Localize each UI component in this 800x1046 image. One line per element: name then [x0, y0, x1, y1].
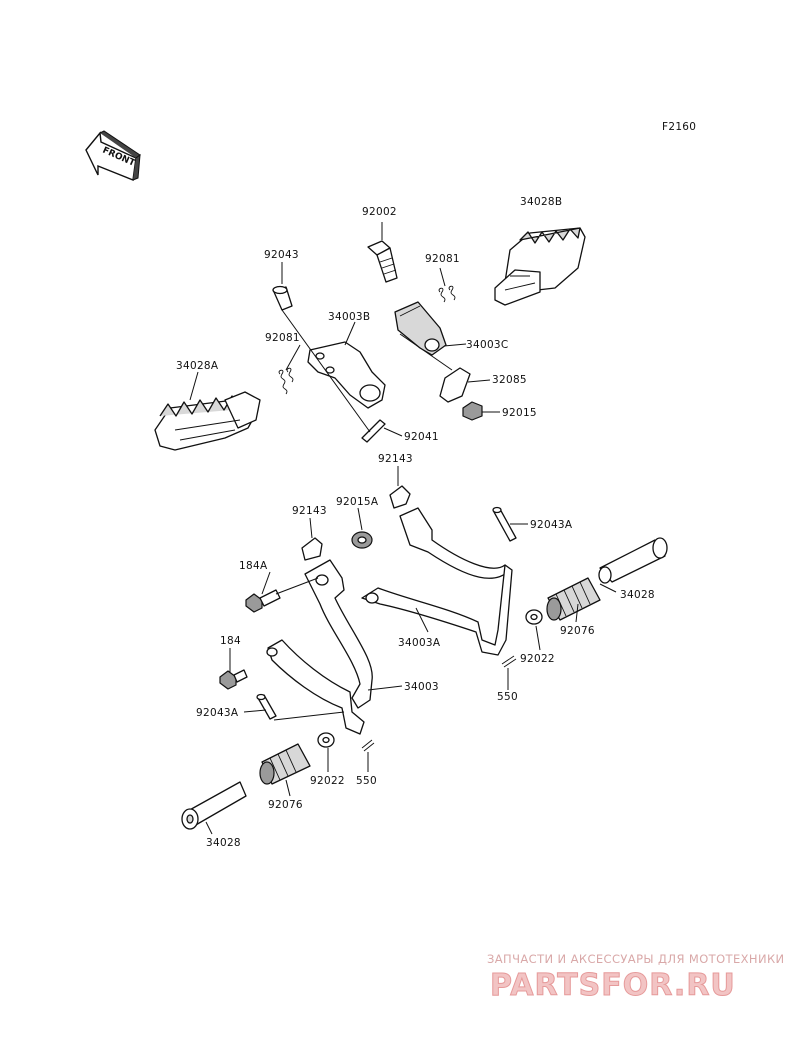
- label-92076-right: 92076: [560, 625, 595, 637]
- bolt-92002: [367, 240, 398, 283]
- label-92002: 92002: [362, 206, 397, 218]
- label-34003: 34003: [404, 681, 439, 693]
- clip-92143-left: [301, 537, 323, 561]
- bolt-184a: [245, 589, 281, 613]
- spring-92081-left: [278, 367, 294, 395]
- footpeg-34028b: [494, 227, 586, 306]
- label-34028-left: 34028: [206, 837, 241, 849]
- label-92015a: 92015A: [336, 496, 379, 508]
- label-92076-left: 92076: [268, 799, 303, 811]
- label-92081-top: 92081: [425, 253, 460, 265]
- footpeg-34028a: [154, 391, 261, 451]
- clip-92143-top: [389, 485, 411, 509]
- label-550-left: 550: [356, 775, 377, 787]
- cotter-pin-92041: [361, 419, 386, 443]
- rubber-92076-left: [259, 743, 311, 785]
- label-92043a-left: 92043A: [196, 707, 239, 719]
- grip-34028-right: [598, 537, 668, 584]
- label-92143-left: 92143: [292, 505, 327, 517]
- nut-92015: [462, 401, 483, 421]
- label-184a: 184A: [239, 560, 268, 572]
- label-92022-right: 92022: [520, 653, 555, 665]
- bracket-34003a: [361, 507, 513, 656]
- label-92143-top: 92143: [378, 453, 413, 465]
- label-34028b: 34028B: [520, 196, 562, 208]
- front-arrow-icon: FRONT: [85, 130, 141, 181]
- spring-92081-top: [438, 285, 456, 303]
- leader-lines: [189, 222, 617, 835]
- diagram-code: F2160: [662, 121, 696, 133]
- label-550-right: 550: [497, 691, 518, 703]
- label-92022-left: 92022: [310, 775, 345, 787]
- label-34028a: 34028A: [176, 360, 219, 372]
- pin-550-left: [361, 739, 375, 752]
- label-92043a-right: 92043A: [530, 519, 573, 531]
- grip-34028-left: [181, 781, 247, 830]
- washer-92022-left: [317, 732, 335, 748]
- watermark-tagline: ЗАПЧАСТИ И АКСЕССУАРЫ ДЛЯ МОТОТЕХНИКИ: [487, 952, 785, 966]
- watermark-brand: PARTSFOR.RU: [490, 968, 736, 1003]
- pin-92043a-left: [256, 693, 277, 720]
- label-34003b: 34003B: [328, 311, 370, 323]
- plate-32085: [439, 367, 471, 403]
- label-92043-top: 92043: [264, 249, 299, 261]
- pin-92043a-right: [492, 506, 517, 542]
- washer-92022-right: [525, 609, 543, 625]
- label-34028-right: 34028: [620, 589, 655, 601]
- label-92015: 92015: [502, 407, 537, 419]
- nut-92015a: [351, 531, 373, 549]
- label-34003a: 34003A: [398, 637, 441, 649]
- label-92081-left: 92081: [265, 332, 300, 344]
- bracket-34003b: [307, 341, 386, 409]
- label-92041: 92041: [404, 431, 439, 443]
- pin-92043-top: [272, 285, 293, 311]
- label-184: 184: [220, 635, 241, 647]
- bracket-34003: [266, 559, 373, 735]
- pin-550-right: [501, 655, 517, 668]
- bolt-184: [219, 669, 248, 690]
- bracket-34003c: [394, 301, 447, 356]
- label-32085: 32085: [492, 374, 527, 386]
- label-34003c: 34003C: [466, 339, 509, 351]
- rubber-92076-right: [546, 577, 601, 621]
